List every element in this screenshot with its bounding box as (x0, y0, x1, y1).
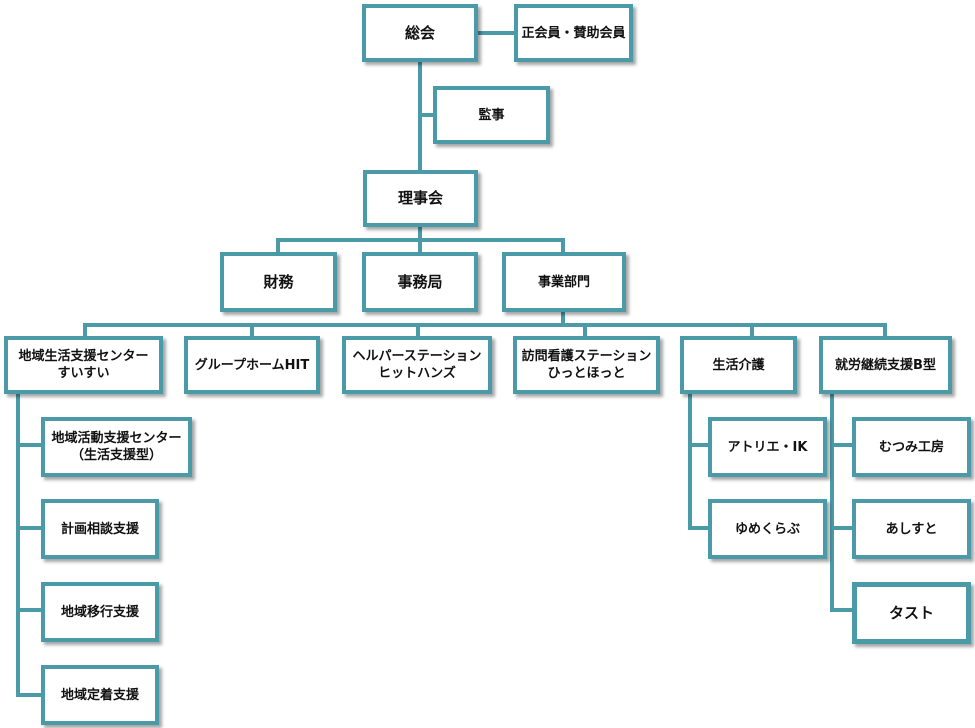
node-group-home: グループホームHIT (184, 336, 320, 394)
connector-rijikai-bus (276, 223, 565, 254)
node-members: 正会員・賛助会員 (514, 4, 633, 62)
node-suisui: 地域生活支援センター すいすい (4, 336, 163, 394)
node-iko: 地域移行支援 (41, 582, 159, 642)
node-kanji: 監事 (433, 86, 550, 144)
node-seikatsu-kaigo: 生活介護 (680, 336, 797, 394)
node-teichaku: 地域定着支援 (41, 665, 159, 725)
node-shurou: 就労継続支援B型 (819, 336, 952, 394)
node-katsudo: 地域活動支援センター （生活支援型） (41, 417, 192, 477)
connector-suisui-branch (16, 391, 45, 697)
node-jimukyoku: 事務局 (362, 252, 478, 312)
connector-jigyo-bus (83, 310, 887, 340)
node-keikaku: 計画相談支援 (41, 499, 159, 559)
node-sokai: 総会 (362, 4, 478, 62)
node-zaimu: 財務 (220, 252, 337, 312)
node-mutsumi: むつみ工房 (852, 417, 971, 477)
connector-seikatsu-branch (688, 391, 712, 530)
node-yumeclub: ゆめくらぶ (708, 499, 827, 559)
node-jigyobumon: 事業部門 (502, 252, 626, 312)
node-rijikai: 理事会 (363, 170, 478, 227)
node-houmon: 訪問看護ステーション ひっとほっと (513, 336, 660, 394)
node-ashisuto: あしすと (852, 499, 971, 559)
node-tasuto: タスト (852, 582, 971, 644)
connector-shurou-branch (830, 391, 855, 612)
node-atelier: アトリエ・IK (708, 417, 827, 477)
node-helper: ヘルパーステーション ヒットハンズ (342, 336, 492, 394)
